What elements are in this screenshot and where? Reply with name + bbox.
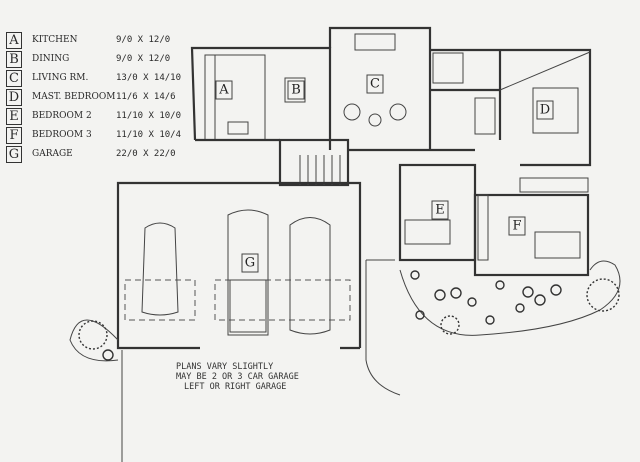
room-label-c: C [370,77,380,92]
room-label-d: D [540,103,550,118]
plan-note: PLANS VARY SLIGHTLY MAY BE 2 OR 3 CAR GA… [176,362,299,392]
legend-key: A [6,32,22,49]
legend-row-kitchen: A KITCHEN 9/0 X 12/0 [6,32,186,50]
room-label-a: A [218,83,229,98]
legend-name: BEDROOM 3 [32,130,92,140]
legend-name: LIVING RM. [32,73,89,83]
legend-name: BEDROOM 2 [32,111,92,121]
room-label-b: B [291,83,301,98]
legend-key: E [6,108,22,125]
kitchen-dining-walls [190,46,332,150]
legend-key: B [6,51,22,68]
living-room-walls [328,26,432,150]
legend-key: D [6,89,22,106]
legend-name: GARAGE [32,149,73,159]
note-line: PLANS VARY SLIGHTLY [176,362,274,372]
note-line: LEFT OR RIGHT GARAGE [184,382,287,392]
legend-name: MAST. BEDROOM [32,92,116,102]
hallway-stairs [278,138,475,187]
bedroom-3-walls [473,177,590,277]
legend-size: 9/0 X 12/0 [116,54,171,64]
landscape-shrubs [78,270,620,361]
legend-row-bedroom2: E BEDROOM 2 11/10 X 10/0 [6,108,186,126]
legend-size: 22/0 X 22/0 [116,149,176,159]
master-suite-walls [430,48,592,167]
legend-name: KITCHEN [32,35,78,45]
legend-name: DINING [32,54,70,64]
note-line: MAY BE 2 OR 3 CAR GARAGE [176,372,299,382]
driveway [69,259,621,462]
legend-key: F [6,127,22,144]
room-label-f: F [512,219,521,234]
legend-row-garage: G GARAGE 22/0 X 22/0 [6,146,186,164]
legend-size: 11/10 X 10/0 [116,111,182,121]
legend-key: G [6,146,22,163]
legend-key: C [6,70,22,87]
room-label-g: G [245,256,255,271]
legend-row-bedroom3: F BEDROOM 3 11/10 X 10/4 [6,127,186,145]
room-label-e: E [435,203,445,218]
legend-size: 13/0 X 14/10 [116,73,182,83]
legend-size: 9/0 X 12/0 [116,35,171,45]
legend-row-dining: B DINING 9/0 X 12/0 [6,51,186,69]
garage-walls [116,181,362,350]
room-labels: A B C D E F G [215,74,554,273]
legend-row-living: C LIVING RM. 13/0 X 14/10 [6,70,186,88]
legend-size: 11/10 X 10/4 [116,130,182,140]
legend-size: 11/6 X 14/6 [116,92,176,102]
